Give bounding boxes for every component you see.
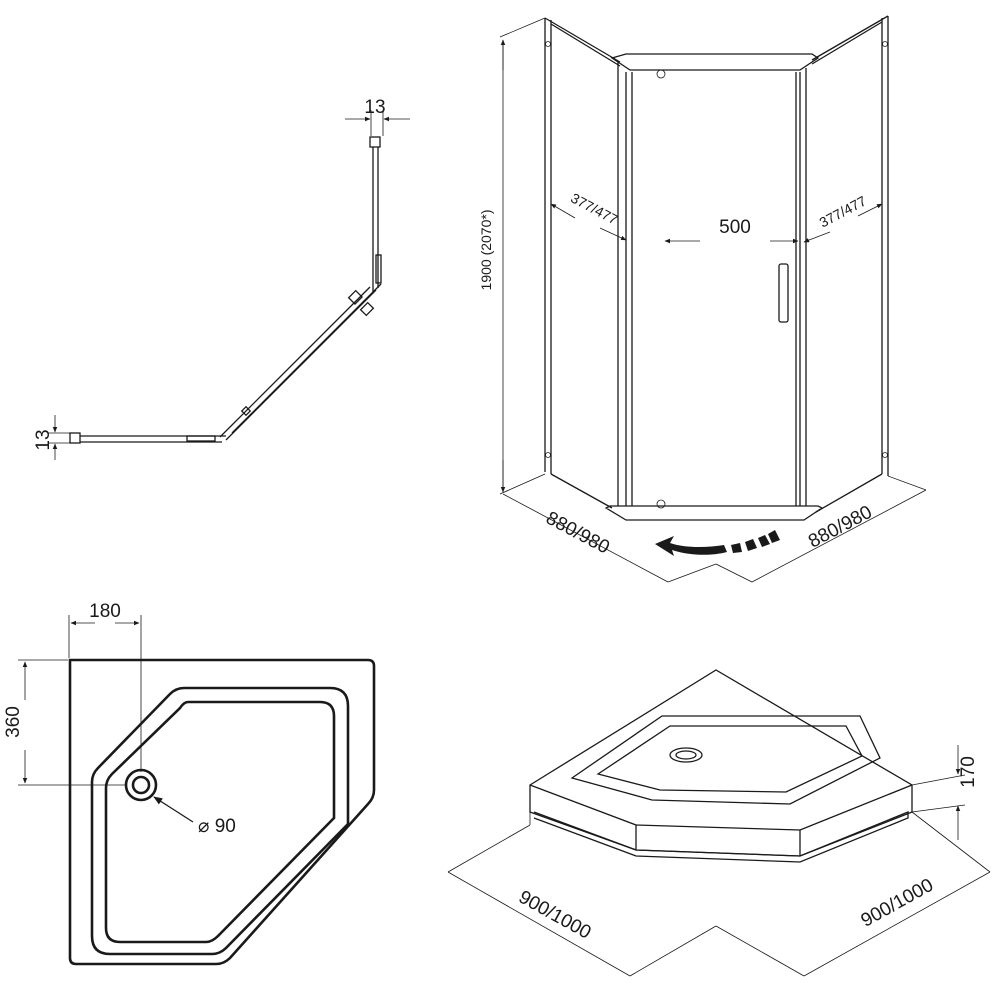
door-swing-arrow [655,530,780,556]
dim-tray-base-left: 900/1000 [515,887,594,944]
left-fixed-panel [544,17,621,509]
tray-base-dimensions: 900/1000 900/1000 [447,811,991,977]
right-panel-width-dimension: 377/477 [803,193,883,243]
dim-13-top: 13 [364,97,385,118]
tray-plan-view: 180 360 ⌀ 90 [3,601,376,966]
diagonal-door-panel [219,283,382,441]
door-panel [604,53,824,521]
dim-drain-diameter: ⌀ 90 [198,816,236,837]
dim-360: 360 [3,706,24,738]
right-fixed-panel [805,15,889,513]
top-dimension-13: 13 [345,97,410,136]
dim-13-left: 13 [33,429,54,450]
dim-base-left: 880/980 [542,508,613,559]
enclosure-top-view: 13 13 [33,97,410,460]
height-dimension: 1900 (2070*) [478,17,546,495]
dim-tray-height: 170 [958,756,979,788]
tray-isometric: 170 900/1000 900/1000 [447,669,991,977]
drain-diameter-callout: ⌀ 90 [153,796,236,837]
tray-height-dimension: 170 [911,745,979,840]
dim-left-panel: 377/477 [568,190,620,228]
left-panel-width-dimension: 377/477 [550,190,627,241]
dim-tray-base-right: 900/1000 [858,875,937,932]
tray-drain [669,747,703,763]
door-handle [778,263,789,323]
horizontal-glass-panel [69,432,226,444]
dim-door-width: 500 [719,217,751,238]
door-width-dimension: 500 [664,217,799,244]
base-dimensions: 880/980 880/980 [502,475,927,583]
drain [124,768,158,802]
dim-height: 1900 (2070*) [478,210,494,291]
dim-base-right: 880/980 [805,502,876,553]
vertical-glass-panel [369,136,382,292]
dim-right-panel: 377/477 [817,193,869,231]
dim-180: 180 [89,601,121,622]
enclosure-isometric: 1900 (2070*) [478,15,927,583]
left-dimension-13: 13 [33,415,72,460]
drain-offset-y-dimension: 360 [3,659,126,786]
drain-offset-x-dimension: 180 [68,601,142,772]
